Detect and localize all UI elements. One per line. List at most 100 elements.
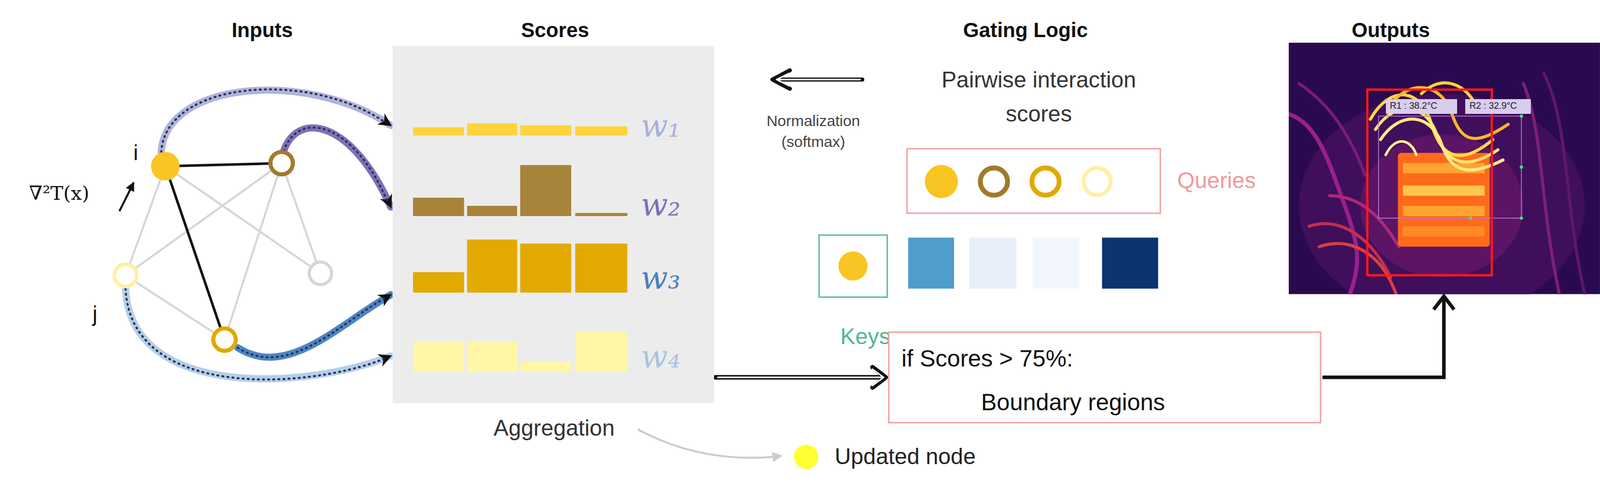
queries-box: Queries <box>906 147 1162 215</box>
weight-label: w₁ <box>640 107 681 146</box>
bars-w3 <box>575 244 628 293</box>
message-arrows <box>125 89 392 380</box>
connector-line <box>717 369 884 386</box>
cables <box>1288 114 1357 294</box>
legend-text: Updated node <box>834 443 976 471</box>
graph-edges <box>165 166 321 274</box>
queries-label: Queries <box>1177 167 1257 195</box>
interaction-note: Pairwise interaction scores <box>921 63 1157 131</box>
roi-reading: R2 : 32.9°C <box>1469 100 1518 112</box>
normalization-arrow <box>776 73 861 86</box>
message-arrows <box>125 288 384 380</box>
cables <box>1298 83 1366 176</box>
column-heading: Gating Logic <box>963 18 1088 43</box>
bars-w4 <box>413 331 628 373</box>
bars-w4 <box>520 362 572 373</box>
roi-tag: R2 : 32.9°C <box>1465 99 1531 114</box>
node-index: i <box>133 140 138 167</box>
bars-w1 <box>575 126 628 136</box>
graph-edges <box>281 163 321 274</box>
bars-w2 <box>575 213 628 217</box>
gradient-label: ∇²T(x) <box>28 182 90 206</box>
aggregation-note: Aggregation <box>493 415 615 442</box>
query-circles <box>924 165 958 199</box>
bars-w2 <box>413 165 628 217</box>
query-circles <box>1031 167 1060 196</box>
roi-reading: R1 : 38.2°C <box>1389 100 1438 112</box>
thermal-picture <box>1398 153 1491 248</box>
bars-w4 <box>575 331 628 373</box>
thermal-picture <box>1403 163 1486 174</box>
thermal-picture <box>1288 42 1600 295</box>
rule-box: if Scores > 75%:Boundary regions <box>887 331 1322 424</box>
node-index: j <box>92 301 98 328</box>
cables <box>1329 195 1399 247</box>
query-circles <box>907 149 1161 213</box>
thermal-picture <box>1519 114 1523 118</box>
bars-w1 <box>520 125 572 136</box>
hot-wires <box>1385 141 1417 155</box>
bars-w1 <box>467 123 518 136</box>
column-heading: Outputs <box>1351 18 1431 43</box>
key-squares <box>908 237 955 289</box>
thermal-picture <box>1403 185 1486 196</box>
graph-edges <box>165 166 225 340</box>
thermal-picture <box>1403 226 1486 237</box>
graph-nodes <box>309 262 332 285</box>
graph-edges <box>224 163 282 340</box>
message-arrows <box>238 294 392 358</box>
aggregation-arrow <box>637 429 782 459</box>
key-squares <box>1032 237 1080 289</box>
graph-edges <box>125 163 321 340</box>
message-arrows <box>125 288 392 379</box>
bars-w1 <box>413 123 628 136</box>
thermal-image: OutputsR1 : 38.2°CR2 : 32.9°C <box>1288 42 1600 295</box>
rule-condition: if Scores > 75%: <box>901 344 1074 373</box>
connector-line <box>1322 296 1455 378</box>
hot-wires <box>1380 119 1504 170</box>
thermal-picture <box>1378 116 1522 219</box>
cables <box>1523 83 1560 294</box>
column-heading: Inputs <box>231 18 293 43</box>
key-squares <box>908 237 1159 289</box>
column-heading: Scores <box>521 18 590 43</box>
bars-w4 <box>467 341 518 373</box>
graph-nodes <box>114 152 332 351</box>
bars-w4 <box>413 341 465 373</box>
weight-label: w₂ <box>640 186 681 225</box>
roi-tag: R1 : 38.2°C <box>1385 99 1458 114</box>
normalization-arrow <box>772 70 863 89</box>
normalization-arrow <box>772 70 863 89</box>
cables <box>1544 73 1585 294</box>
message-arrows <box>161 90 391 153</box>
normalization-note: Normalization (softmax) <box>747 110 880 153</box>
thermal-picture <box>1468 216 1472 220</box>
graph-nodes <box>270 152 293 175</box>
query-circles <box>980 167 1008 196</box>
gradient-arrow <box>119 182 134 212</box>
keys-box: Keys <box>818 234 888 298</box>
key-squares <box>969 237 1017 289</box>
cables <box>1319 244 1396 294</box>
bars-w3 <box>413 239 628 293</box>
query-circles <box>1083 167 1111 196</box>
weight-label: w₄ <box>640 338 681 377</box>
thermal-picture <box>1519 165 1523 169</box>
key-circle <box>838 251 868 281</box>
message-arrows <box>238 299 384 358</box>
hot-wires <box>1370 82 1509 171</box>
key-squares <box>1102 237 1159 289</box>
bars-w3 <box>520 244 572 293</box>
graph-edges <box>165 163 282 167</box>
graph-nodes <box>213 328 236 351</box>
weight-label: w₃ <box>640 259 681 298</box>
bars-w3 <box>413 272 465 293</box>
graph-nodes <box>114 264 137 287</box>
thermal-picture <box>1519 216 1523 220</box>
key-circle <box>819 235 886 296</box>
legend-swatch <box>793 445 819 470</box>
graph-nodes <box>151 152 180 181</box>
bars-w3 <box>467 239 518 293</box>
cables <box>1288 73 1585 294</box>
